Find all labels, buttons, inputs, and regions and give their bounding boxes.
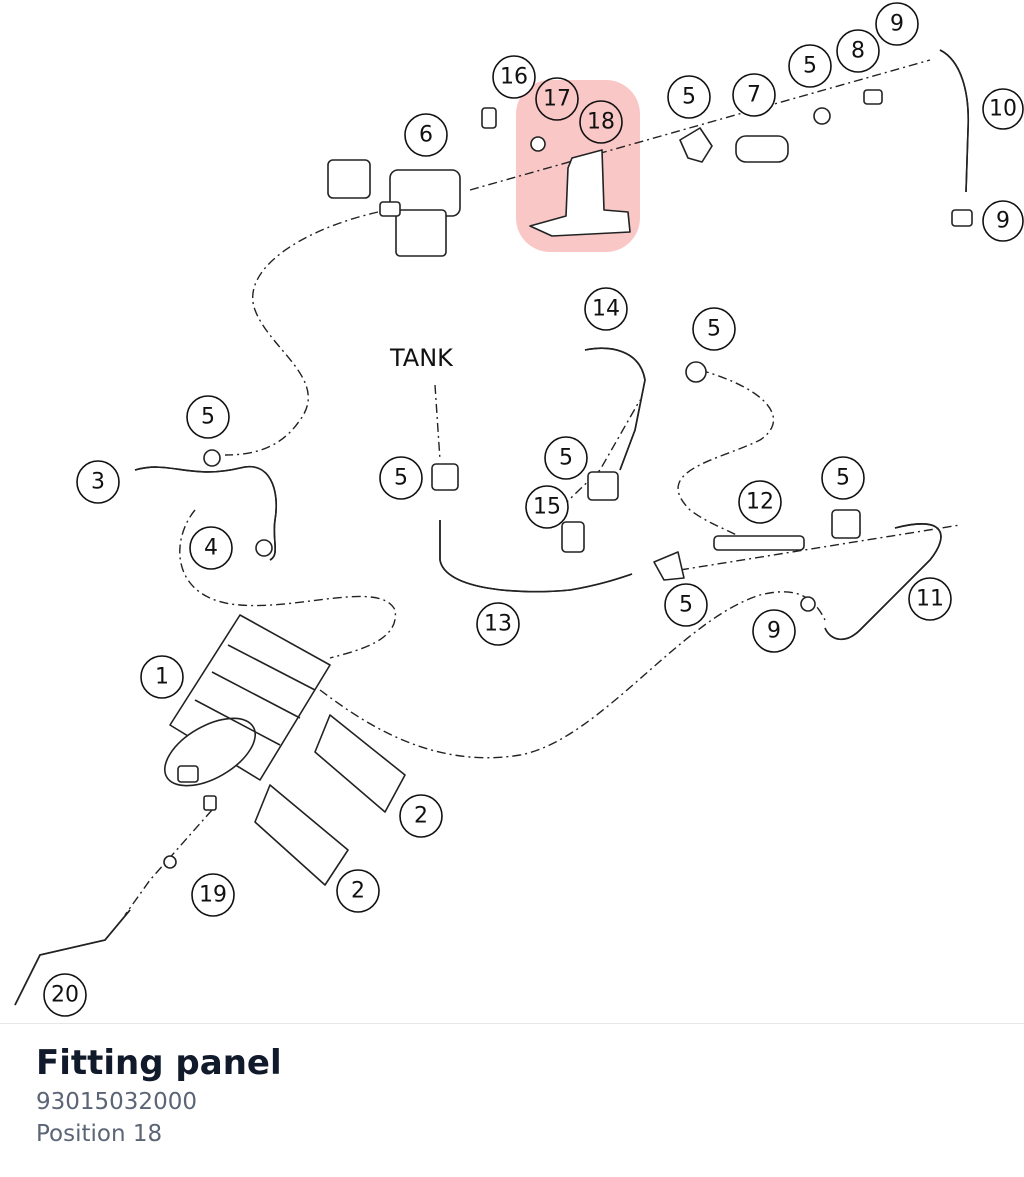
svg-text:5: 5 [394, 466, 408, 491]
svg-text:6: 6 [419, 123, 433, 148]
callout-2[interactable]: 2 [336, 869, 380, 913]
part-15-connector [561, 521, 585, 553]
part-10-hose [939, 49, 970, 193]
svg-text:8: 8 [851, 39, 865, 64]
svg-text:5: 5 [707, 317, 721, 342]
part-number: 93015032000 [36, 1089, 197, 1115]
callout-17[interactable]: 17 [535, 77, 579, 121]
part-18-fitting-panel [529, 149, 631, 237]
callout-12[interactable]: 12 [738, 480, 782, 524]
svg-text:13: 13 [484, 612, 512, 637]
svg-text:19: 19 [199, 883, 227, 908]
caption-divider [0, 1023, 1024, 1024]
svg-text:7: 7 [747, 83, 761, 108]
callout-9[interactable]: 9 [752, 609, 796, 653]
callout-4[interactable]: 4 [189, 526, 233, 570]
svg-text:20: 20 [51, 983, 79, 1008]
part-2-strap [314, 714, 406, 813]
part-5-clamp [813, 107, 831, 125]
callout-18[interactable]: 18 [579, 100, 623, 144]
part-7-tube [735, 135, 789, 163]
svg-text:16: 16 [500, 65, 528, 90]
callout-8[interactable]: 8 [836, 29, 880, 73]
callout-5[interactable]: 5 [667, 75, 711, 119]
callout-5[interactable]: 5 [186, 395, 230, 439]
part-6-valve [327, 159, 461, 257]
callout-3[interactable]: 3 [76, 460, 120, 504]
part-17-washer [530, 136, 546, 152]
callout-9[interactable]: 9 [982, 200, 1024, 242]
svg-text:10: 10 [989, 97, 1017, 122]
callout-2[interactable]: 2 [399, 794, 443, 838]
svg-text:3: 3 [91, 470, 105, 495]
part-4-clamp [255, 539, 273, 557]
svg-text:5: 5 [559, 446, 573, 471]
part-14-hose [584, 347, 646, 471]
svg-text:14: 14 [592, 297, 620, 322]
svg-text:4: 4 [204, 536, 218, 561]
exploded-view-svg: TANK 1 2 2 3 4 5 5 5 5 5 5 5 5 6 7 8 9 9… [14, 2, 1024, 1017]
callout-5[interactable]: 5 [692, 307, 736, 351]
part-2-strap [254, 784, 349, 886]
part-5-clamp [203, 449, 221, 467]
part-8-connector [863, 89, 883, 105]
svg-text:11: 11 [916, 587, 944, 612]
part-16-bolt [481, 107, 497, 129]
svg-text:1: 1 [155, 665, 169, 690]
part-19-clip [163, 855, 177, 869]
callout-7[interactable]: 7 [732, 73, 776, 117]
svg-text:9: 9 [767, 619, 781, 644]
svg-text:5: 5 [803, 54, 817, 79]
callout-1[interactable]: 1 [140, 655, 184, 699]
svg-text:15: 15 [533, 495, 561, 520]
callout-5[interactable]: 5 [821, 456, 865, 500]
svg-text:5: 5 [836, 466, 850, 491]
callout-5[interactable]: 5 [664, 583, 708, 627]
callout-5[interactable]: 5 [788, 44, 832, 88]
routing-lines [124, 59, 961, 916]
svg-text:18: 18 [587, 110, 615, 135]
tank-label: TANK [389, 344, 454, 372]
callout-11[interactable]: 11 [908, 577, 952, 621]
callout-20[interactable]: 20 [43, 973, 87, 1017]
svg-text:5: 5 [201, 405, 215, 430]
parts-diagram: TANK 1 2 2 3 4 5 5 5 5 5 5 5 5 6 7 8 9 9… [14, 2, 1024, 1017]
svg-text:2: 2 [351, 879, 365, 904]
svg-text:12: 12 [746, 490, 774, 515]
part-5-clamp [431, 463, 459, 491]
part-5-clamp [831, 509, 861, 539]
part-9-clip [800, 596, 816, 612]
part-5-clamp [685, 361, 707, 383]
part-9-clip [951, 209, 973, 227]
part-13-hose [439, 520, 633, 593]
part-caption: Fitting panel 93015032000 Position 18 [36, 1040, 282, 1150]
svg-text:2: 2 [414, 804, 428, 829]
callout-6[interactable]: 6 [404, 113, 448, 157]
svg-text:5: 5 [682, 85, 696, 110]
callout-14[interactable]: 14 [584, 287, 628, 331]
callout-13[interactable]: 13 [476, 602, 520, 646]
callout-10[interactable]: 10 [982, 88, 1024, 130]
svg-text:9: 9 [890, 12, 904, 37]
callout-9[interactable]: 9 [875, 2, 919, 46]
part-5-clamp [653, 551, 685, 581]
part-5-clamp [587, 471, 619, 501]
callout-15[interactable]: 15 [525, 485, 569, 529]
svg-text:9: 9 [996, 209, 1010, 234]
part-5-clamp [679, 127, 713, 163]
part-title: Fitting panel [36, 1043, 282, 1083]
part-position: Position 18 [36, 1121, 163, 1147]
svg-text:17: 17 [543, 87, 571, 112]
callout-19[interactable]: 19 [191, 873, 235, 917]
part-12-connector [713, 535, 805, 551]
callout-5[interactable]: 5 [379, 456, 423, 500]
callout-16[interactable]: 16 [492, 55, 536, 99]
part-1-canister [163, 614, 331, 811]
callout-5[interactable]: 5 [544, 436, 588, 480]
svg-text:5: 5 [679, 593, 693, 618]
